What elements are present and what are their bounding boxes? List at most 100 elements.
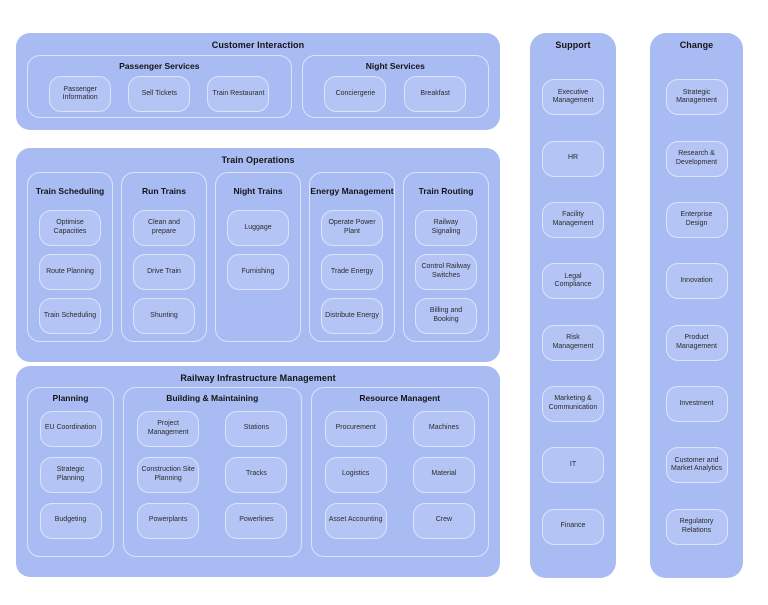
capability-box[interactable]: Machines: [412, 410, 475, 447]
capability-label: Enterprise Design: [680, 211, 713, 227]
group-title-planning: Planning: [52, 393, 89, 403]
capability-box[interactable]: Passenger Information: [49, 76, 112, 113]
capability-label: Risk Management: [552, 333, 594, 350]
capability-box[interactable]: Investment: [665, 385, 728, 422]
capability-box[interactable]: Distribute Energy: [321, 298, 383, 334]
capability-label: Furnishing: [241, 267, 275, 275]
capability-label: Train Scheduling: [43, 311, 97, 319]
capability-box[interactable]: Crew: [412, 502, 475, 539]
capability-box[interactable]: Material: [412, 456, 475, 493]
group-building-maintaining[interactable]: Building & Maintaining Project Managemen…: [123, 387, 302, 557]
capability-box[interactable]: Optimise Capacities: [39, 210, 101, 246]
capability-box[interactable]: Stations: [225, 410, 288, 447]
capability-label: Machines: [428, 424, 459, 432]
capability-box[interactable]: Research & Development: [665, 140, 728, 177]
capability-box[interactable]: Powerlines: [225, 502, 288, 539]
capability-box[interactable]: Facility Management: [542, 201, 604, 238]
capability-box[interactable]: Asset Accounting: [324, 502, 387, 539]
capability-box[interactable]: Procurement: [324, 410, 387, 447]
main-column: Customer Interaction Passenger Services …: [16, 33, 500, 577]
capability-box[interactable]: Risk Management: [542, 324, 604, 361]
capability-box[interactable]: Tracks: [225, 456, 288, 493]
capability-box[interactable]: Product Management: [665, 324, 728, 361]
capability-box[interactable]: Sell Tickets: [128, 76, 191, 113]
capability-box[interactable]: Regulatory Relations: [665, 508, 728, 545]
capability-box[interactable]: IT: [542, 447, 604, 484]
customer-interaction-groups: Passenger Services Passenger Information…: [27, 55, 489, 118]
capability-label: Procurement: [335, 424, 376, 432]
capability-label: Crew: [435, 516, 453, 524]
capability-label: Powerplants: [148, 516, 188, 524]
capability-box[interactable]: Drive Train: [133, 254, 195, 290]
group-title-night-trains: Night Trains: [233, 186, 283, 197]
capability-box[interactable]: Conciergerie: [324, 76, 387, 113]
capability-label: Executive Management: [552, 88, 594, 105]
section-title-support: Support: [555, 40, 591, 50]
capability-box[interactable]: Strategic Management: [665, 79, 728, 116]
capability-box[interactable]: Strategic Planning: [39, 456, 102, 493]
capability-label: Drive Train: [147, 267, 181, 275]
capability-box[interactable]: Railway Signaling: [415, 210, 477, 246]
capability-box[interactable]: Breakfast: [404, 76, 467, 113]
capability-box[interactable]: Trade Energy: [321, 254, 383, 290]
capability-box[interactable]: Control Railway Switches: [415, 254, 477, 290]
capability-box[interactable]: Billing and Booking: [415, 298, 477, 334]
capability-box[interactable]: Shunting: [133, 298, 195, 334]
capability-label: Investment: [679, 399, 714, 407]
capability-box[interactable]: EU Coordination: [39, 410, 102, 447]
group-title-building-maintaining: Building & Maintaining: [166, 393, 259, 403]
capability-box[interactable]: Budgeting: [39, 502, 102, 539]
section-train-operations[interactable]: Train Operations Train Scheduling Optimi…: [16, 148, 500, 362]
capability-box[interactable]: Furnishing: [227, 254, 289, 290]
capability-label: Material: [431, 470, 457, 478]
capability-label: Sell Tickets: [141, 90, 178, 97]
capability-box[interactable]: HR: [542, 140, 604, 177]
capability-box[interactable]: Enterprise Design: [665, 201, 728, 238]
capability-box[interactable]: Finance: [542, 508, 604, 545]
capability-label: Logistics: [342, 470, 370, 478]
section-railway-infrastructure-management[interactable]: Railway Infrastructure Management Planni…: [16, 366, 500, 577]
capability-box[interactable]: Route Planning: [39, 254, 101, 290]
capability-box[interactable]: Train Restaurant: [207, 76, 270, 113]
capability-box[interactable]: Construction Site Planning: [137, 456, 200, 493]
capability-box[interactable]: Legal Compliance: [542, 263, 604, 300]
capability-box[interactable]: Luggage: [227, 210, 289, 246]
group-passenger-services[interactable]: Passenger Services Passenger Information…: [27, 55, 292, 118]
capability-box[interactable]: Innovation: [665, 263, 728, 300]
capability-box[interactable]: Marketing & Communication: [542, 385, 604, 422]
capability-box[interactable]: Clean and prepare: [133, 210, 195, 246]
capability-label: Optimise Capacities: [53, 219, 87, 235]
capability-box[interactable]: Powerplants: [137, 502, 200, 539]
capability-box[interactable]: Executive Management: [542, 79, 604, 116]
capability-label: Marketing & Communication: [548, 395, 598, 411]
capability-box[interactable]: Logistics: [324, 456, 387, 493]
capability-box[interactable]: Operate Power Plant: [321, 210, 383, 246]
capability-box[interactable]: Project Management: [137, 410, 200, 447]
capability-box[interactable]: Train Scheduling: [39, 298, 101, 334]
section-title-railway-infrastructure: Railway Infrastructure Management: [180, 373, 336, 383]
section-title-train-operations: Train Operations: [221, 155, 295, 165]
capability-label: Innovation: [680, 276, 713, 284]
section-customer-interaction[interactable]: Customer Interaction Passenger Services …: [16, 33, 500, 130]
capability-box[interactable]: Customer and Market Analytics: [665, 447, 728, 484]
capability-label: Passenger Information: [62, 85, 98, 102]
capability-label: Clean and prepare: [148, 219, 180, 235]
